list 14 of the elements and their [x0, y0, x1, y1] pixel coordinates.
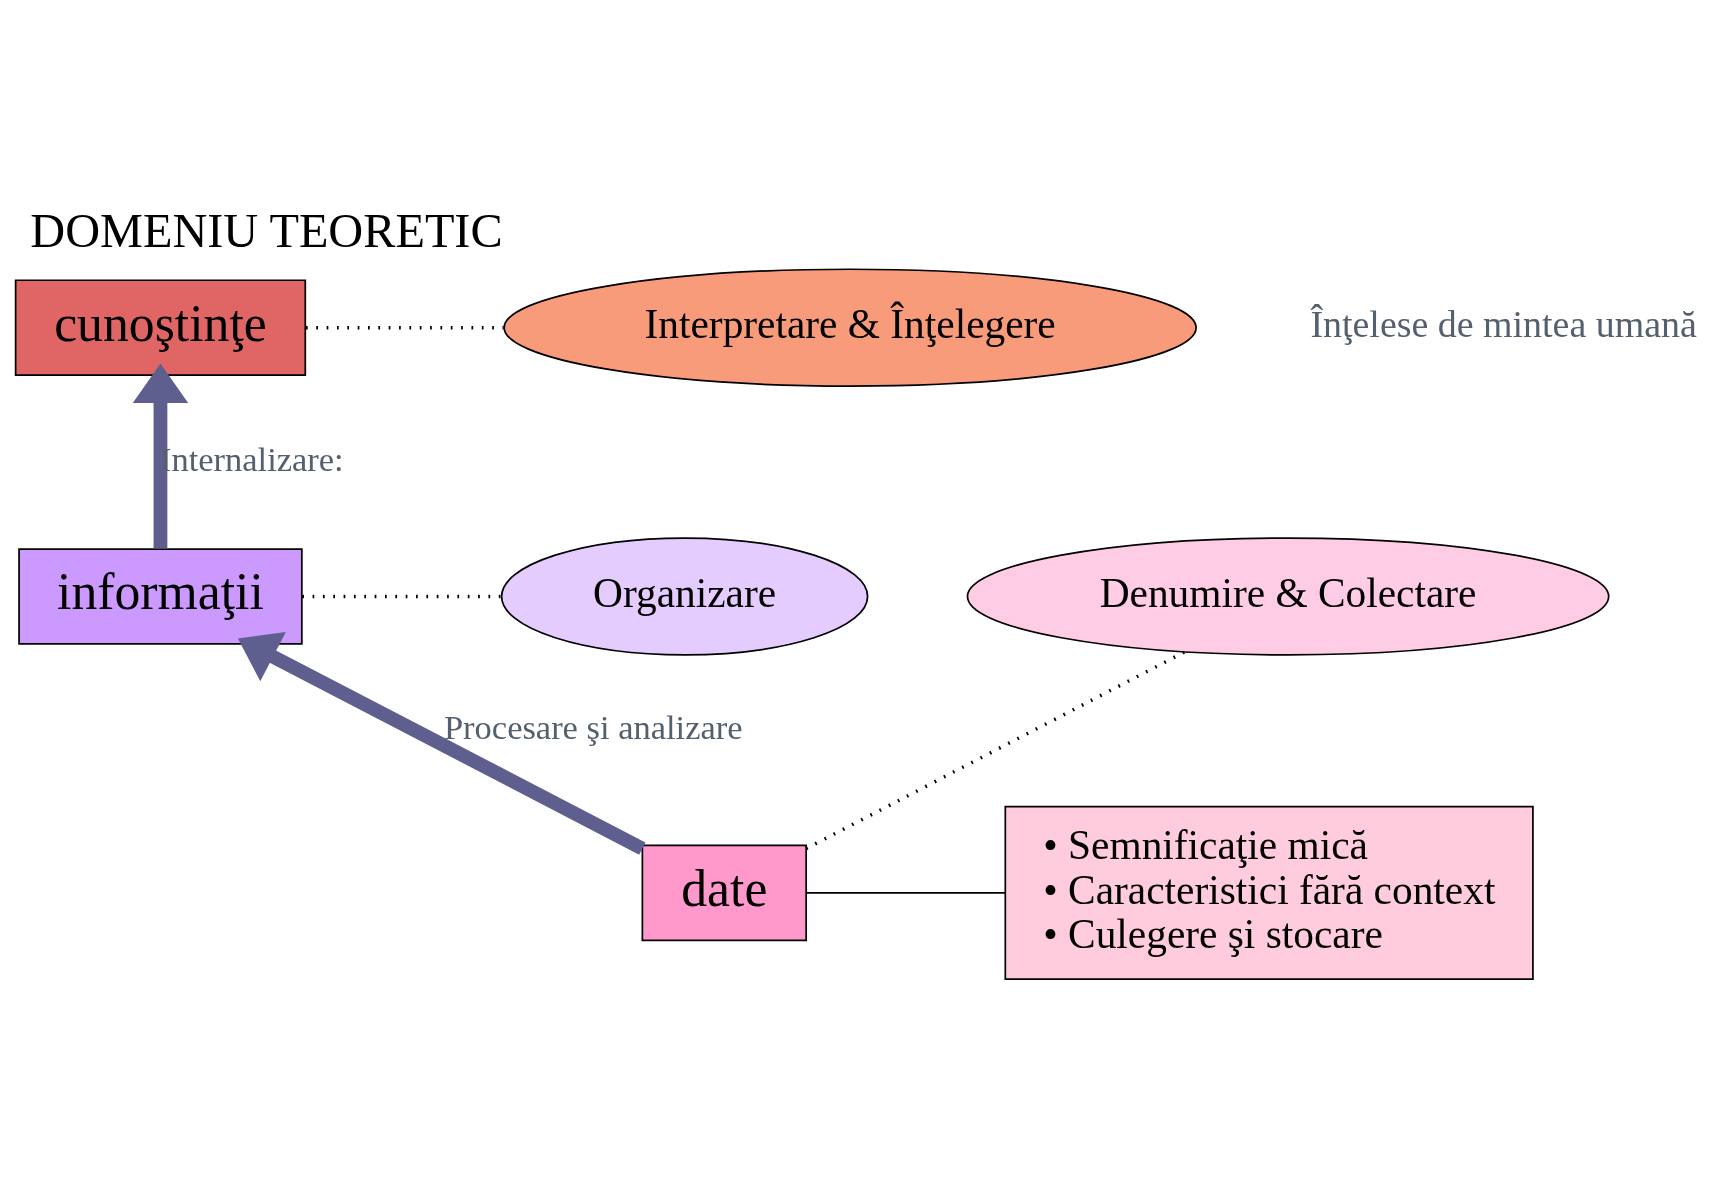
arrow	[132, 363, 189, 548]
label: Înţelese de mintea umană	[1310, 302, 1697, 345]
edge-label: Procesare şi analizare	[443, 707, 743, 746]
connector	[805, 650, 1186, 850]
node-box: cunoştinţe	[14, 278, 307, 376]
node-ellipse: Interpretare & Înţelegere	[503, 267, 1197, 387]
node-ellipse: Denumire & Colectare	[966, 536, 1610, 656]
node-box: • Semnificaţie mică • Caracteristici fără context • Culegere şi stocare	[1004, 805, 1534, 980]
connector	[805, 891, 1006, 894]
node-ellipse: Organizare	[500, 536, 869, 656]
node-box: date	[641, 844, 808, 941]
node-box: informaţii	[18, 547, 303, 645]
arrow	[237, 631, 646, 855]
diagram-title: DOMENIU TEORETIC	[30, 203, 503, 257]
